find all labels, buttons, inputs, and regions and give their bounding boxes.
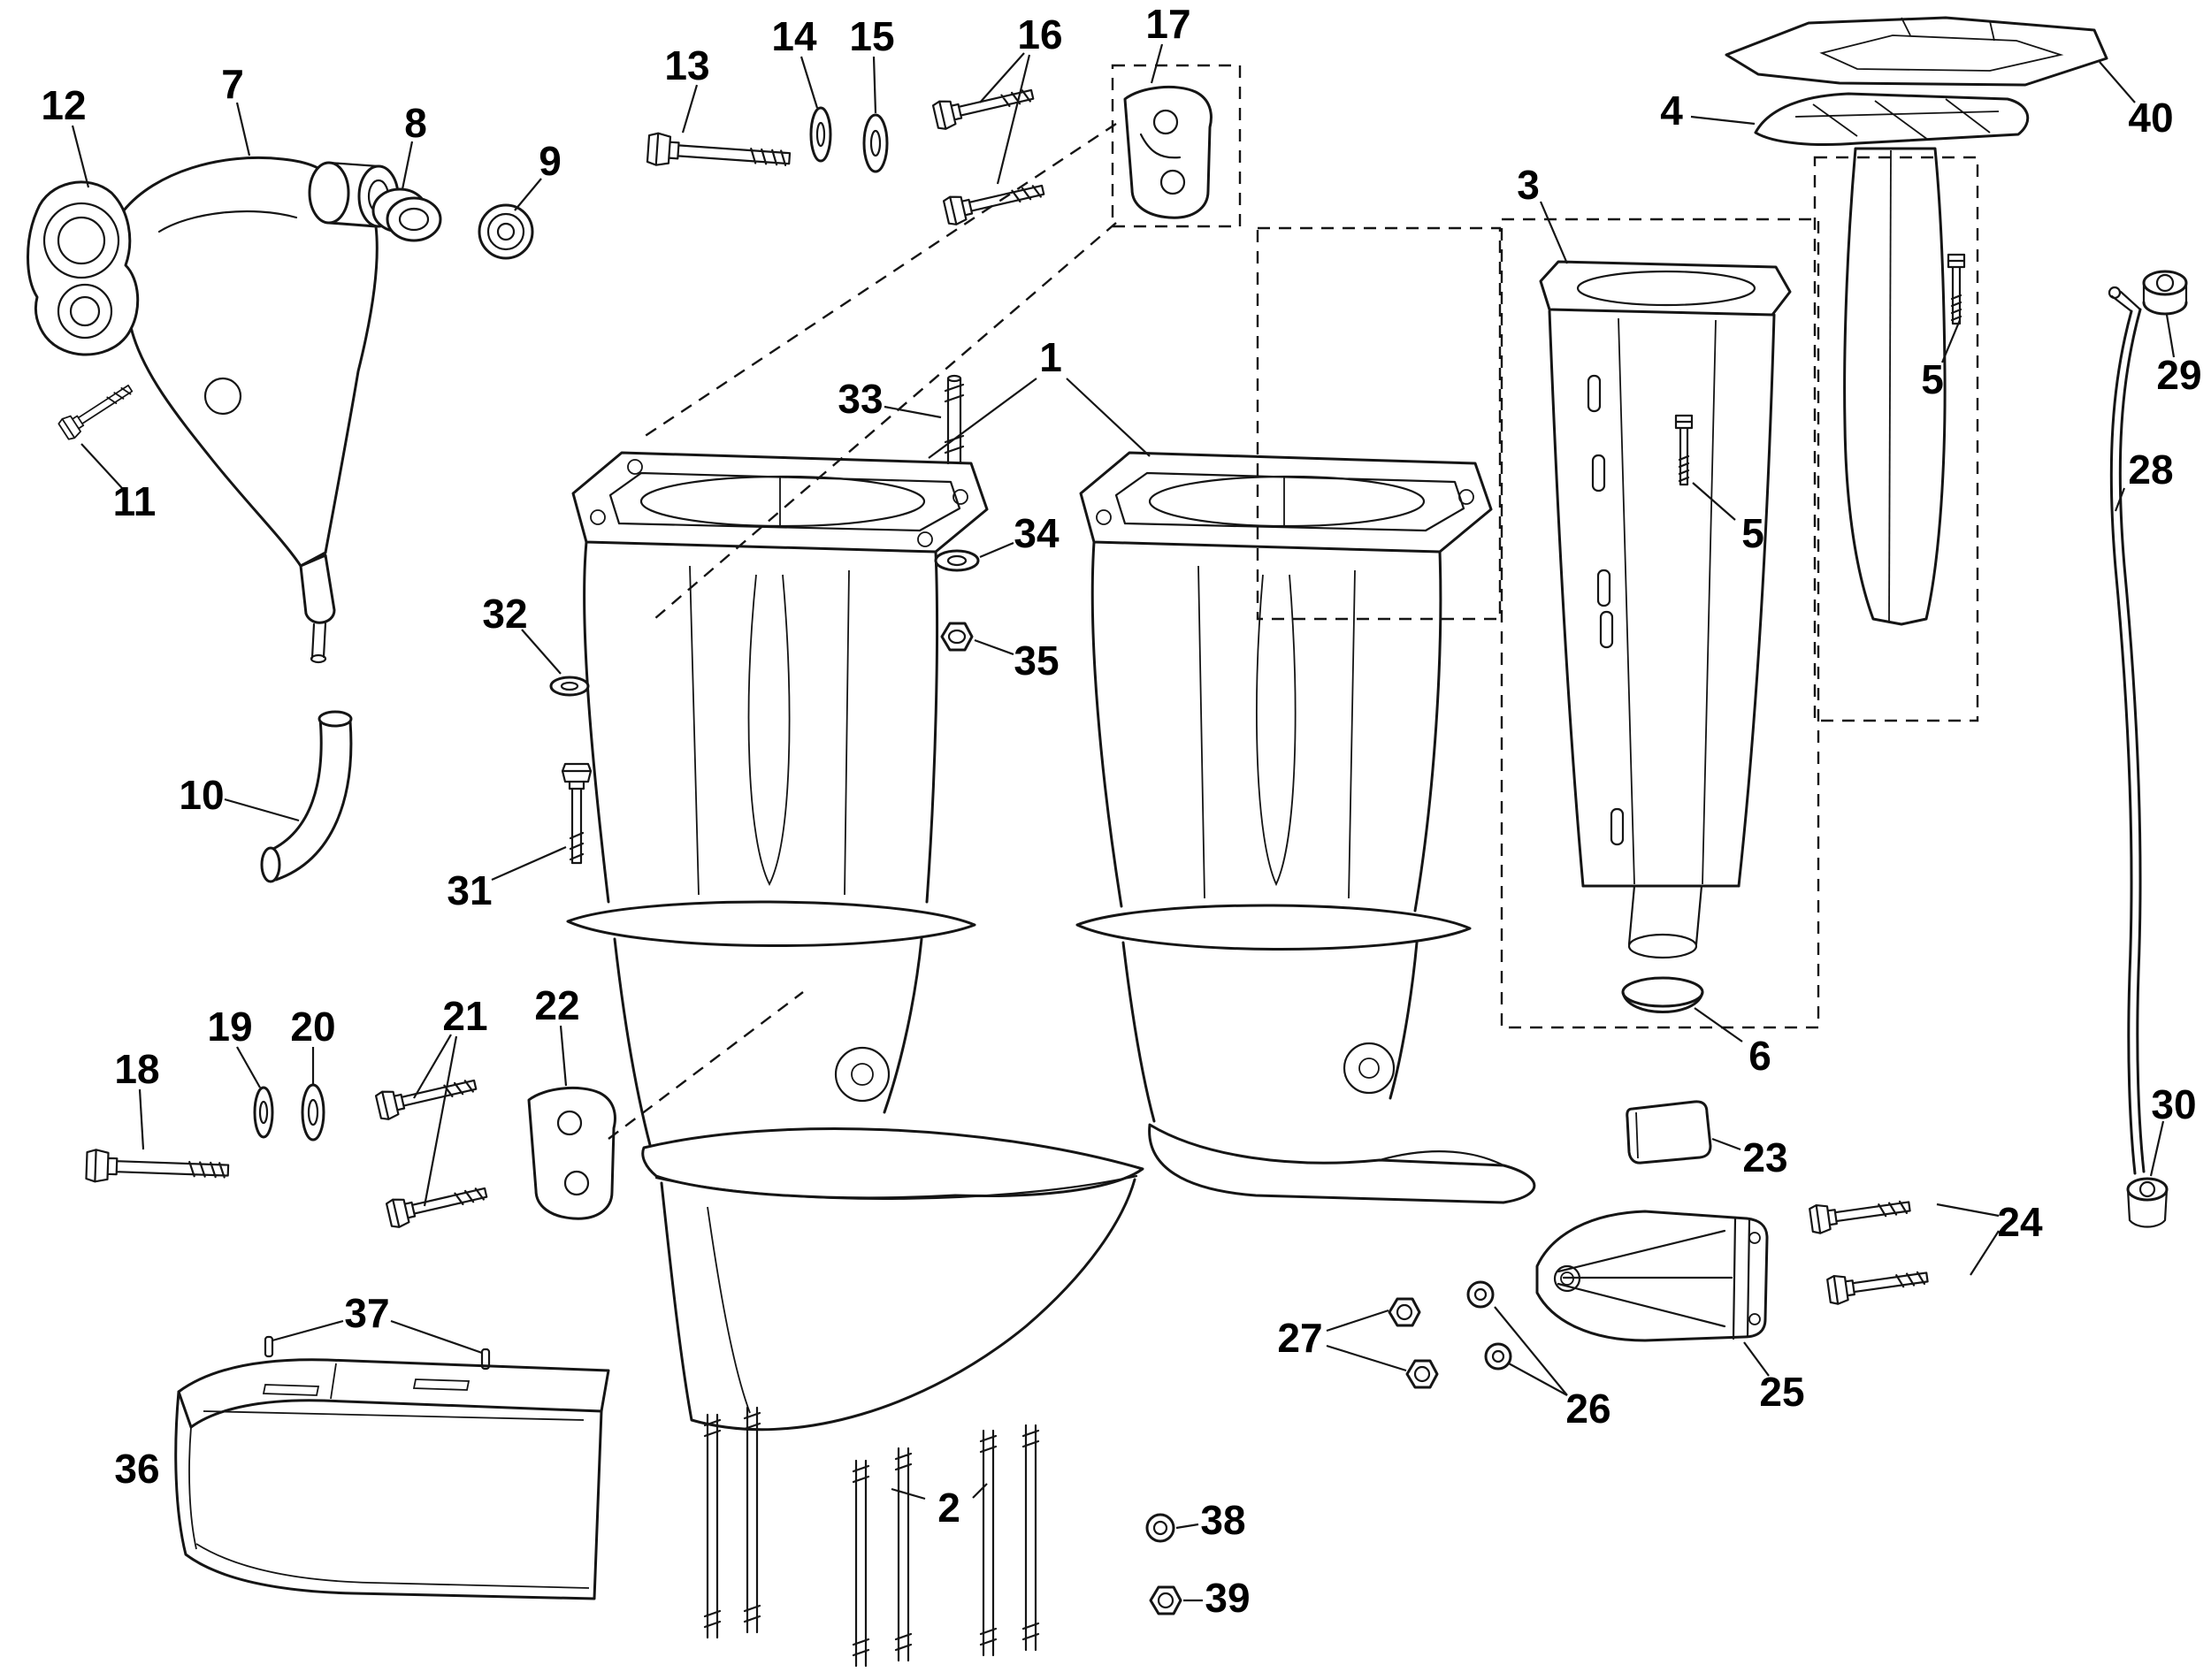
callout-22: 22 <box>534 982 579 1028</box>
rubber-block-23 <box>1626 1100 1712 1165</box>
washer-15 <box>862 113 889 173</box>
dowel-pin-37b <box>480 1348 491 1371</box>
washer-26a <box>1466 1280 1495 1309</box>
callout-20: 20 <box>290 1004 335 1050</box>
bolt-21a <box>374 1079 478 1120</box>
washer-38 <box>1145 1513 1175 1543</box>
nut-35 <box>940 622 974 652</box>
callout-30: 30 <box>2151 1081 2196 1127</box>
bolt-16b <box>942 184 1045 225</box>
upper-mount-bracket <box>115 156 400 664</box>
callout-8: 8 <box>404 100 427 146</box>
lower-mount-bracket-25 <box>1535 1210 1769 1342</box>
callout-4: 4 <box>1660 88 1683 134</box>
nut-27b <box>1405 1359 1439 1389</box>
clamp-bracket-17 <box>1123 85 1213 219</box>
lower-cover-36 <box>174 1358 610 1600</box>
washer-26b <box>1484 1342 1512 1371</box>
callout-38: 38 <box>1200 1497 1245 1543</box>
callout-10: 10 <box>179 772 224 818</box>
bushing-9 <box>478 203 534 260</box>
fitting-29 <box>2142 270 2188 316</box>
washer-20 <box>301 1083 325 1142</box>
stud-33 <box>944 374 965 465</box>
callout-11: 11 <box>113 478 157 524</box>
bolt-16a <box>931 88 1035 130</box>
upper-mount-ring <box>27 180 140 356</box>
callout-1: 1 <box>1039 334 1062 380</box>
callout-15: 15 <box>849 13 894 59</box>
callout-7: 7 <box>221 61 244 107</box>
callout-18: 18 <box>114 1046 159 1092</box>
washer-14 <box>809 106 832 163</box>
callout-33: 33 <box>838 376 883 422</box>
bolt-24b <box>1826 1271 1929 1305</box>
callout-16: 16 <box>1017 11 1062 57</box>
callout-5b: 5 <box>1741 510 1764 556</box>
callout-28: 28 <box>2128 447 2173 493</box>
screw-5b <box>1674 414 1694 486</box>
washer-34 <box>934 549 980 572</box>
callout-2: 2 <box>937 1485 960 1531</box>
inner-housing-cap-6 <box>1621 976 1704 1013</box>
bolt-24a <box>1809 1200 1911 1234</box>
clamp-bracket-22 <box>527 1086 616 1220</box>
callout-39: 39 <box>1205 1575 1250 1621</box>
callout-12: 12 <box>41 82 86 128</box>
fitting-bolt-11 <box>57 384 134 440</box>
callout-5a: 5 <box>1921 356 1944 402</box>
callout-29: 29 <box>2156 352 2201 398</box>
callout-26: 26 <box>1565 1386 1610 1432</box>
callout-34: 34 <box>1014 510 1060 556</box>
callout-36: 36 <box>114 1446 159 1492</box>
bolt-31 <box>561 762 593 865</box>
dashed-alignment-lines <box>608 64 1979 1140</box>
callout-21: 21 <box>442 993 487 1039</box>
callout-25: 25 <box>1759 1369 1804 1415</box>
left-exhaust-housing <box>566 451 1144 1432</box>
dowel-pin-37a <box>264 1335 274 1358</box>
callout-19: 19 <box>207 1004 252 1050</box>
nut-27a <box>1388 1297 1421 1327</box>
callout-labels: 12 7 8 9 13 14 15 16 17 4 40 3 29 5 28 3… <box>41 1 2201 1621</box>
callout-32: 32 <box>482 591 527 637</box>
callout-35: 35 <box>1014 638 1059 683</box>
callout-17: 17 <box>1145 1 1190 47</box>
bolt-21b <box>385 1187 488 1228</box>
callout-9: 9 <box>539 138 562 184</box>
callout-31: 31 <box>447 867 492 913</box>
screw-5a <box>1947 253 1966 325</box>
bolt-18 <box>85 1149 230 1183</box>
adapter-plate-4 <box>1754 92 2030 626</box>
callout-6: 6 <box>1748 1033 1771 1079</box>
leader-lines <box>71 43 2176 1602</box>
callout-3: 3 <box>1517 162 1540 208</box>
bushing-8 <box>371 187 442 242</box>
washer-19 <box>253 1086 274 1139</box>
callout-40: 40 <box>2128 95 2173 141</box>
right-exhaust-housing <box>1075 451 1536 1204</box>
callout-13: 13 <box>664 42 709 88</box>
nut-39 <box>1149 1585 1182 1615</box>
callout-24: 24 <box>1997 1199 2043 1245</box>
water-hose-elbow <box>260 710 353 883</box>
callout-37: 37 <box>344 1290 389 1336</box>
tube-28 <box>2108 286 2146 1175</box>
studs-2 <box>703 1406 1040 1668</box>
inner-exhaust-housing <box>1539 260 1792 959</box>
washer-32 <box>549 676 590 697</box>
callout-14: 14 <box>771 13 817 59</box>
bolt-13 <box>646 132 792 166</box>
top-gasket-plate-40 <box>1725 16 2108 87</box>
grommet-30 <box>2126 1177 2169 1228</box>
callout-23: 23 <box>1742 1134 1787 1180</box>
callout-27: 27 <box>1277 1315 1322 1361</box>
